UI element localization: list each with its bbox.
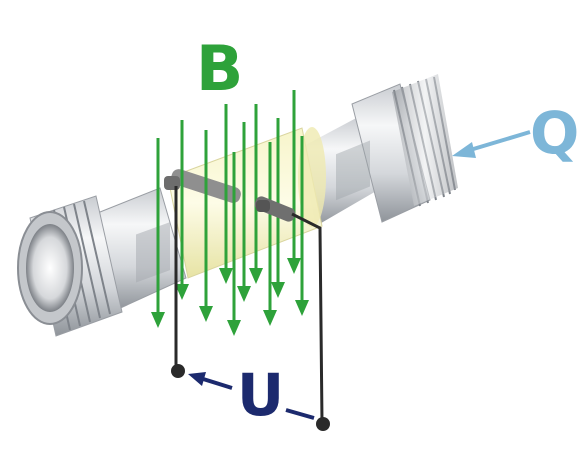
magnetic-field-label: B (196, 32, 244, 105)
right-electrode-wire (291, 212, 324, 423)
left-arrow-icon (452, 142, 476, 158)
down-arrow-icon (237, 122, 251, 302)
down-arrow-icon (199, 130, 213, 322)
down-arrow-icon (249, 104, 263, 284)
flow-label: Q (530, 99, 580, 167)
magnetic-field-arrows (151, 90, 309, 336)
electrode-wires (174, 186, 324, 423)
left-arrow-icon (188, 372, 206, 386)
flow-arrow (452, 130, 531, 158)
terminal-dot-icon (316, 417, 330, 431)
pipe-bore (26, 224, 74, 312)
voltage-label: U (237, 361, 285, 429)
down-arrow-icon (227, 152, 241, 336)
down-arrow-icon (263, 142, 277, 326)
front-electrode (254, 196, 296, 222)
down-arrow-icon (175, 120, 189, 300)
left-pipe-fitting (17, 187, 187, 337)
down-arrow-icon (287, 90, 301, 274)
down-arrow-icon (151, 138, 165, 328)
down-arrow-icon (219, 104, 233, 284)
down-arrow-icon (295, 136, 309, 316)
terminal-dot-icon (171, 364, 185, 378)
voltage-arrows (188, 372, 315, 420)
